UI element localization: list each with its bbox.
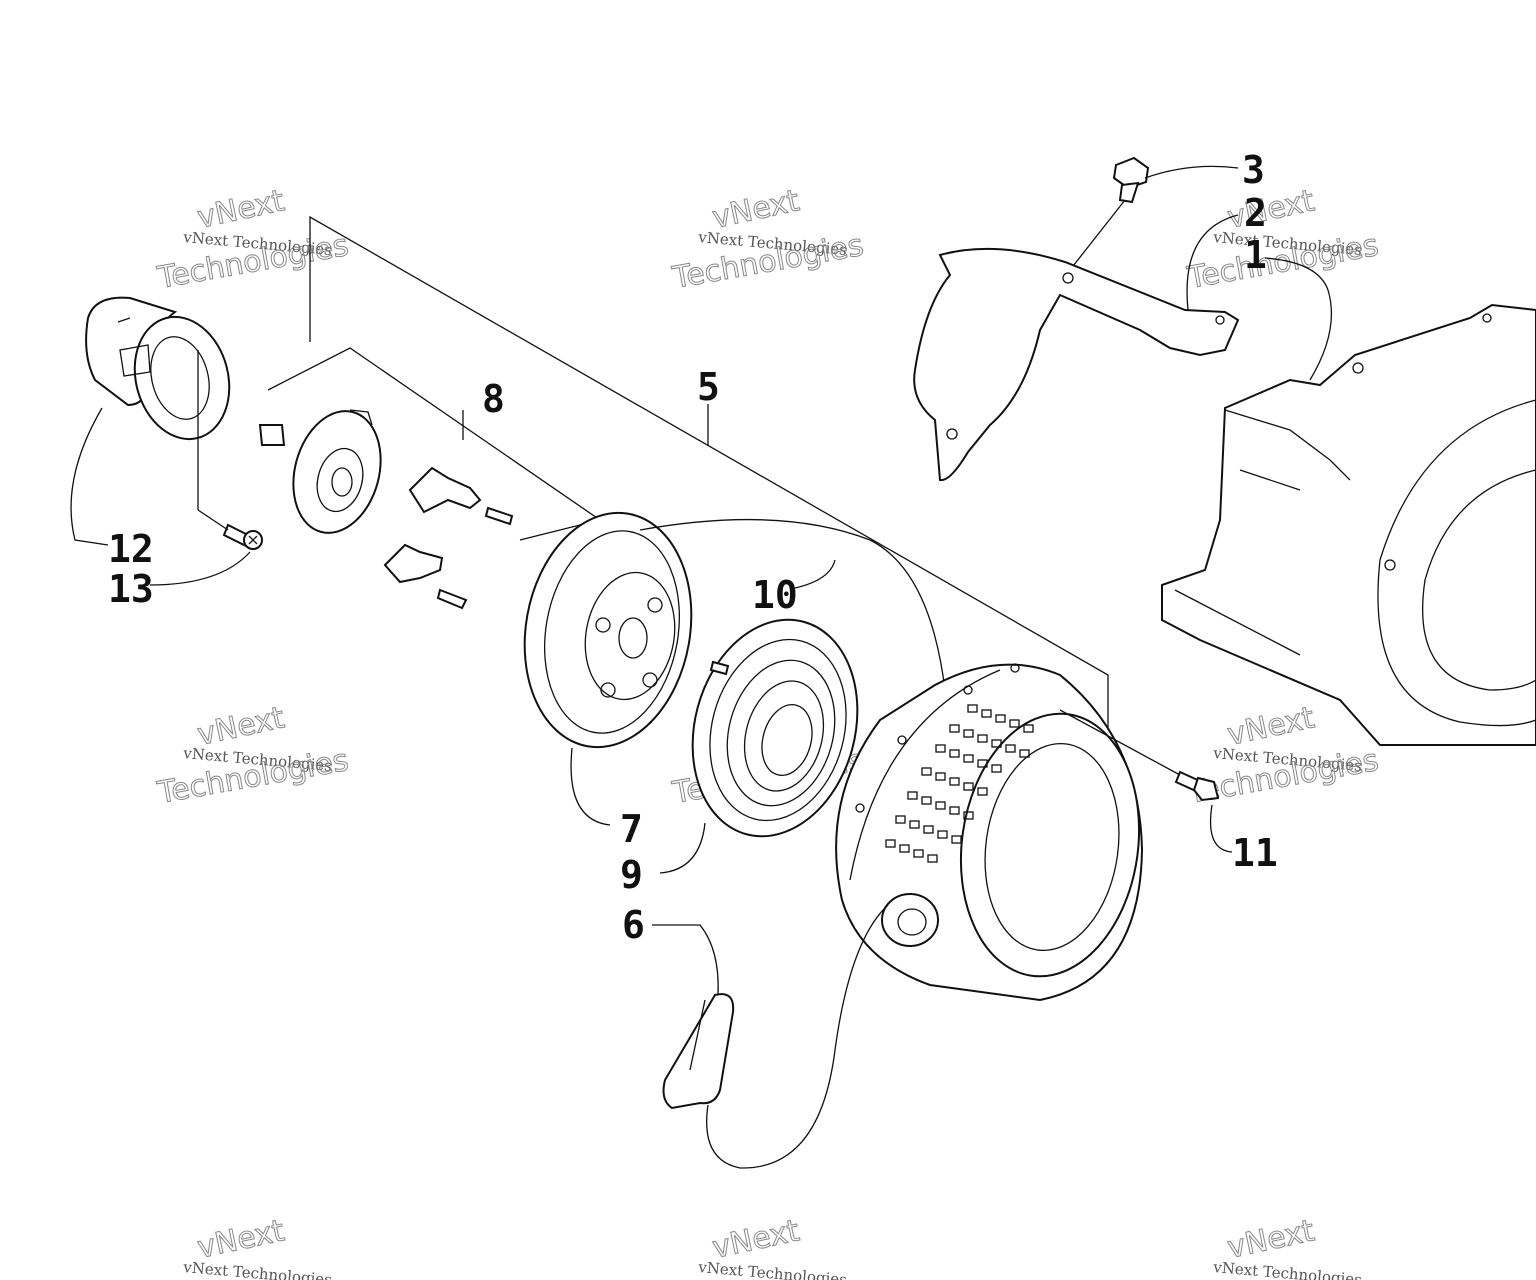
svg-text:vNext: vNext	[1224, 1213, 1317, 1266]
bracket-part	[913, 247, 1240, 482]
leader-13-screw	[197, 509, 229, 531]
svg-text:vNext: vNext	[194, 1213, 287, 1266]
leader-3	[1144, 165, 1239, 179]
watermark-top-right: vNext vNext Technologies Technologies	[1184, 183, 1382, 297]
watermark-bottom-left: vNext vNext Technologies	[182, 1213, 333, 1280]
leader-3-axis	[1065, 199, 1126, 276]
screw-13-part	[222, 523, 263, 550]
leader-10	[794, 559, 836, 589]
callout-8: 8	[482, 377, 505, 421]
leader-11	[1209, 804, 1233, 853]
callout-6: 6	[622, 903, 645, 947]
svg-text:vNext: vNext	[709, 1213, 802, 1266]
watermark-top-left: vNext vNext Technologies Technologies	[154, 183, 352, 297]
svg-text:vNext Technologies: vNext Technologies	[697, 1258, 848, 1280]
callout-5: 5	[697, 365, 720, 409]
watermark-bottom-right: vNext vNext Technologies	[1212, 1213, 1363, 1280]
callout-3: 3	[1242, 148, 1265, 192]
svg-text:vNext Technologies: vNext Technologies	[182, 1258, 333, 1280]
pawl-upper-part	[408, 466, 514, 526]
svg-text:vNext: vNext	[194, 183, 287, 236]
svg-text:vNext: vNext	[194, 700, 287, 753]
leader-2	[1186, 214, 1239, 311]
callout-7: 7	[620, 807, 643, 851]
assembly-bracket-5	[309, 215, 1109, 740]
callout-2: 2	[1244, 191, 1267, 235]
svg-text:vNext: vNext	[1224, 700, 1317, 753]
leader-9	[659, 822, 706, 874]
housing-vent-grid	[885, 704, 1034, 863]
starter-housing-part	[835, 663, 1144, 1002]
rope-part	[639, 518, 946, 691]
svg-text:vNext Technologies: vNext Technologies	[1212, 1258, 1363, 1280]
callout-13: 13	[108, 567, 154, 611]
ratchet-plate-part	[258, 409, 382, 534]
starter-handle-part	[662, 993, 735, 1110]
recoil-spring-part	[691, 618, 859, 838]
callout-9: 9	[620, 853, 643, 897]
callout-12: 12	[108, 527, 154, 571]
pawl-lower-part	[383, 543, 468, 610]
leader-6	[652, 924, 719, 996]
watermark-top-center: vNext vNext Technologies Technologies	[669, 183, 867, 297]
pulley-part	[523, 511, 693, 749]
svg-text:vNext: vNext	[1224, 183, 1317, 236]
leader-11-axis	[1059, 709, 1181, 776]
watermark-bottom-center: vNext vNext Technologies	[697, 1213, 848, 1280]
bolt-11-part	[1174, 770, 1220, 802]
starter-cap-part	[85, 296, 231, 441]
callout-1: 1	[1244, 233, 1267, 277]
fan-housing-part	[1161, 303, 1536, 746]
assembly-bracket-8	[267, 347, 602, 541]
watermark-mid-left: vNext vNext Technologies Technologies	[154, 700, 352, 812]
starter-cord-part	[706, 904, 889, 1169]
callout-10: 10	[752, 573, 798, 617]
leader-12	[70, 407, 109, 546]
leader-1	[1264, 257, 1333, 381]
svg-text:vNext: vNext	[709, 183, 802, 236]
bolt-3-part	[1112, 156, 1150, 204]
callout-11: 11	[1232, 831, 1278, 875]
leader-7	[570, 747, 611, 826]
leader-13	[149, 551, 251, 586]
